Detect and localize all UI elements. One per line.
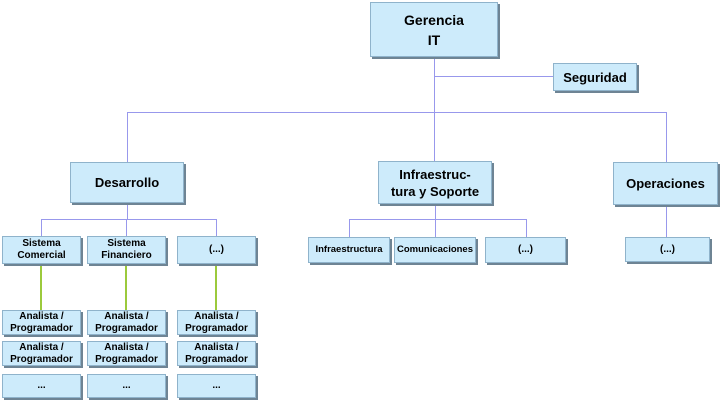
org-node-infraestructura: Infraestructura	[308, 237, 390, 263]
connector-to-desarrollo-otros	[216, 219, 217, 237]
org-node-operaciones-otros: (...)	[625, 237, 710, 262]
connector-to-desarrollo	[127, 112, 128, 162]
connector-operaciones-child	[666, 205, 667, 237]
org-node-analista-otros-2: Analista / Programador	[177, 341, 256, 366]
connector-infraestructura-down	[435, 204, 436, 220]
connector-to-sistema-financiero	[126, 219, 127, 237]
org-node-seguridad: Seguridad	[553, 63, 637, 91]
org-node-desarrollo: Desarrollo	[70, 162, 184, 203]
org-node-analista-comercial-2: Analista / Programador	[2, 341, 81, 366]
connector-to-infraestructura	[349, 219, 350, 237]
org-node-sistema-comercial: Sistema Comercial	[2, 236, 81, 264]
org-node-infraestructura-soporte: Infraestruc- tura y Soporte	[378, 161, 492, 204]
connector-to-comunicaciones	[435, 219, 436, 237]
org-node-sistema-financiero: Sistema Financiero	[87, 236, 166, 264]
org-node-analista-financiero-1: Analista / Programador	[87, 310, 166, 335]
org-node-analista-comercial-1: Analista / Programador	[2, 310, 81, 335]
connector-to-sistema-comercial	[41, 219, 42, 237]
org-node-analista-otros-1: Analista / Programador	[177, 310, 256, 335]
org-node-analista-financiero-2: Analista / Programador	[87, 341, 166, 366]
org-node-desarrollo-otros: (...)	[177, 236, 256, 264]
reports-line-sistema-financiero	[125, 264, 127, 310]
org-node-more-financiero: ...	[87, 374, 166, 398]
org-node-comunicaciones: Comunicaciones	[394, 237, 476, 263]
connector-to-infraestructura-otros	[526, 219, 527, 237]
connector-desarrollo-down	[127, 203, 128, 220]
org-node-gerencia-it: Gerencia IT	[370, 2, 498, 57]
org-node-more-otros: ...	[177, 374, 256, 398]
connector-desarrollo-children-bar	[41, 219, 217, 220]
reports-line-desarrollo-otros	[215, 264, 217, 310]
connector-level2-bar	[127, 112, 667, 113]
reports-line-sistema-comercial	[40, 264, 42, 310]
org-node-more-comercial: ...	[2, 374, 81, 398]
org-node-operaciones: Operaciones	[613, 162, 718, 205]
connector-to-operaciones	[666, 112, 667, 163]
connector-gerencia-trunk	[434, 57, 435, 162]
connector-infraestructura-children-bar	[349, 219, 527, 220]
connector-seguridad-branch	[434, 76, 553, 77]
org-node-infraestructura-otros: (...)	[485, 237, 566, 263]
